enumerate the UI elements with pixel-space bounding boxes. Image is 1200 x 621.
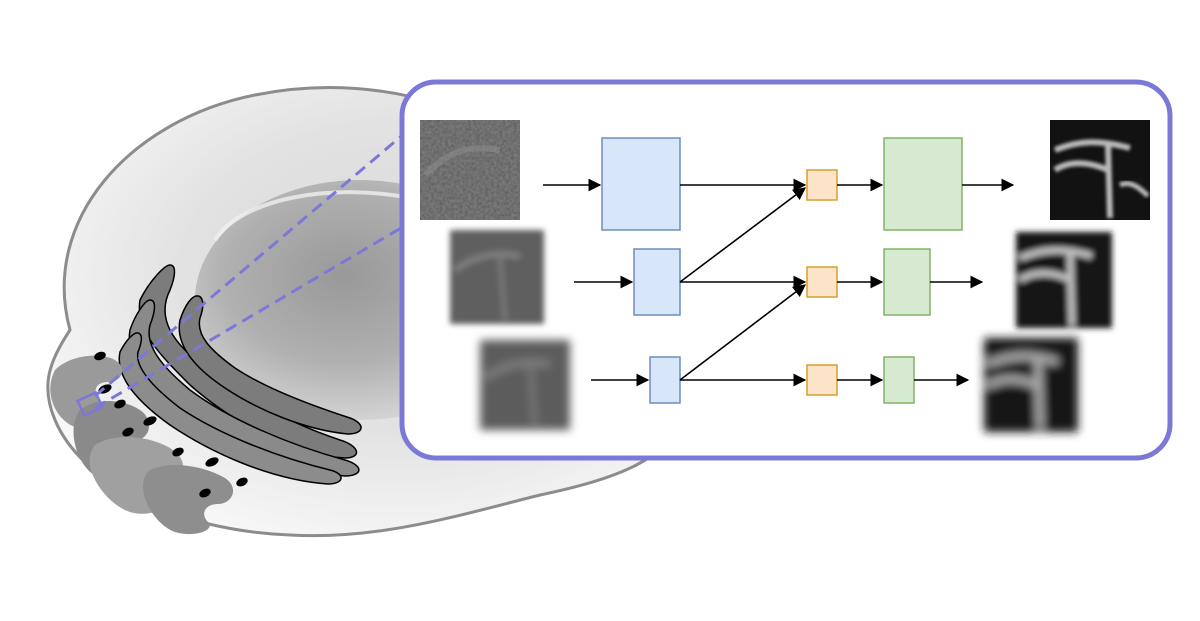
encoder-block-large <box>601 137 681 231</box>
inset-panel <box>399 79 1173 461</box>
decoder-block-medium <box>883 248 931 316</box>
decoder-block-large <box>883 137 963 231</box>
input-image-scale-1 <box>420 120 520 220</box>
zoom-line-bottom <box>94 216 419 410</box>
fusion-block-middle <box>806 266 838 298</box>
fusion-block-top <box>806 169 838 201</box>
output-image-scale-2 <box>1016 232 1112 328</box>
arrow-encoder2-fusion1 <box>679 187 807 283</box>
er-organelles <box>50 351 248 535</box>
output-image-scale-3 <box>984 338 1078 432</box>
input-image-scale-3 <box>480 340 570 430</box>
input-image-scale-2 <box>450 230 544 324</box>
output-image-scale-1 <box>1050 120 1150 220</box>
pipeline-arrows <box>543 178 1015 387</box>
arrow-encoder3-fusion2 <box>679 284 807 381</box>
encoder-block-medium <box>633 248 681 316</box>
decoder-block-small <box>883 356 915 404</box>
nucleus-rim <box>213 190 421 242</box>
zoom-region-icon <box>75 390 105 418</box>
encoder-block-small <box>649 356 681 404</box>
fusion-block-bottom <box>806 364 838 396</box>
zoom-line-top <box>94 120 419 398</box>
golgi-stack-icon <box>118 264 362 485</box>
